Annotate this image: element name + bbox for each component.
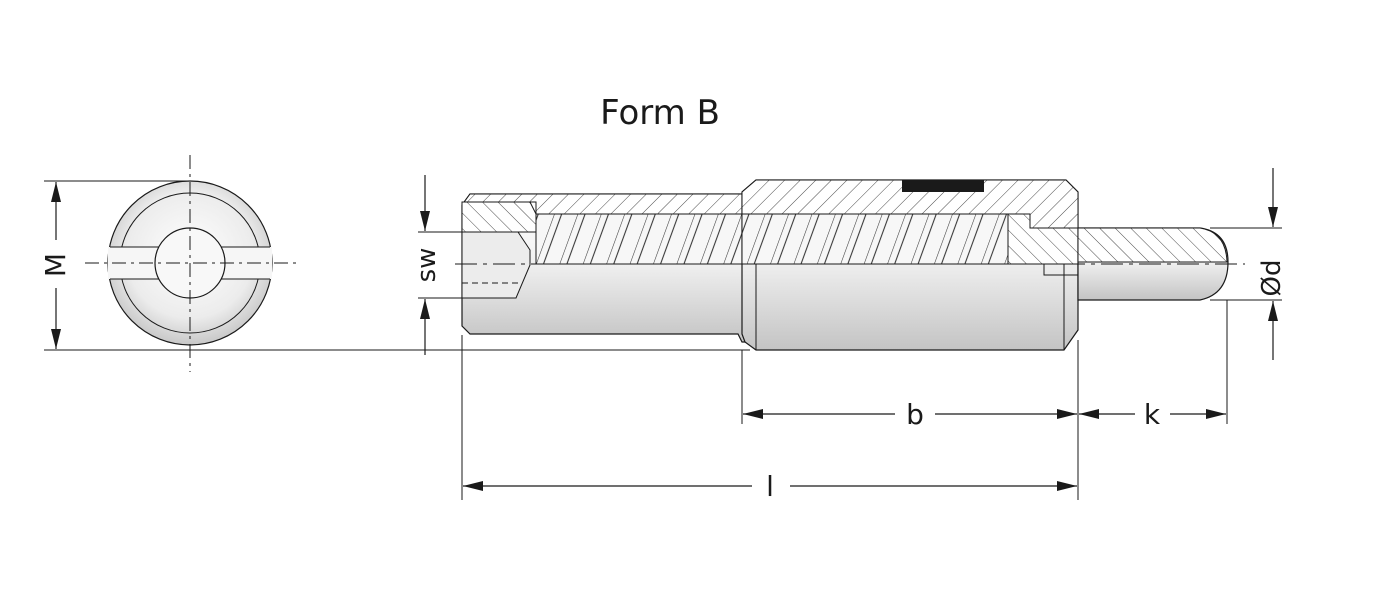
dimension-k: k bbox=[1079, 398, 1226, 431]
end-view bbox=[85, 155, 298, 372]
dimension-sw: sw bbox=[412, 175, 462, 355]
label-sw: sw bbox=[412, 248, 442, 283]
side-view bbox=[455, 179, 1245, 351]
label-M: M bbox=[39, 253, 72, 277]
dimension-b: b bbox=[743, 398, 1077, 431]
dimension-d: Ød bbox=[1210, 168, 1287, 360]
dimension-M: M bbox=[39, 180, 750, 351]
label-b: b bbox=[906, 398, 924, 431]
label-l: l bbox=[766, 470, 774, 503]
label-d: Ød bbox=[1257, 260, 1287, 297]
label-k: k bbox=[1144, 398, 1161, 431]
dimension-l: l bbox=[463, 470, 1077, 503]
title: Form B bbox=[600, 93, 720, 133]
